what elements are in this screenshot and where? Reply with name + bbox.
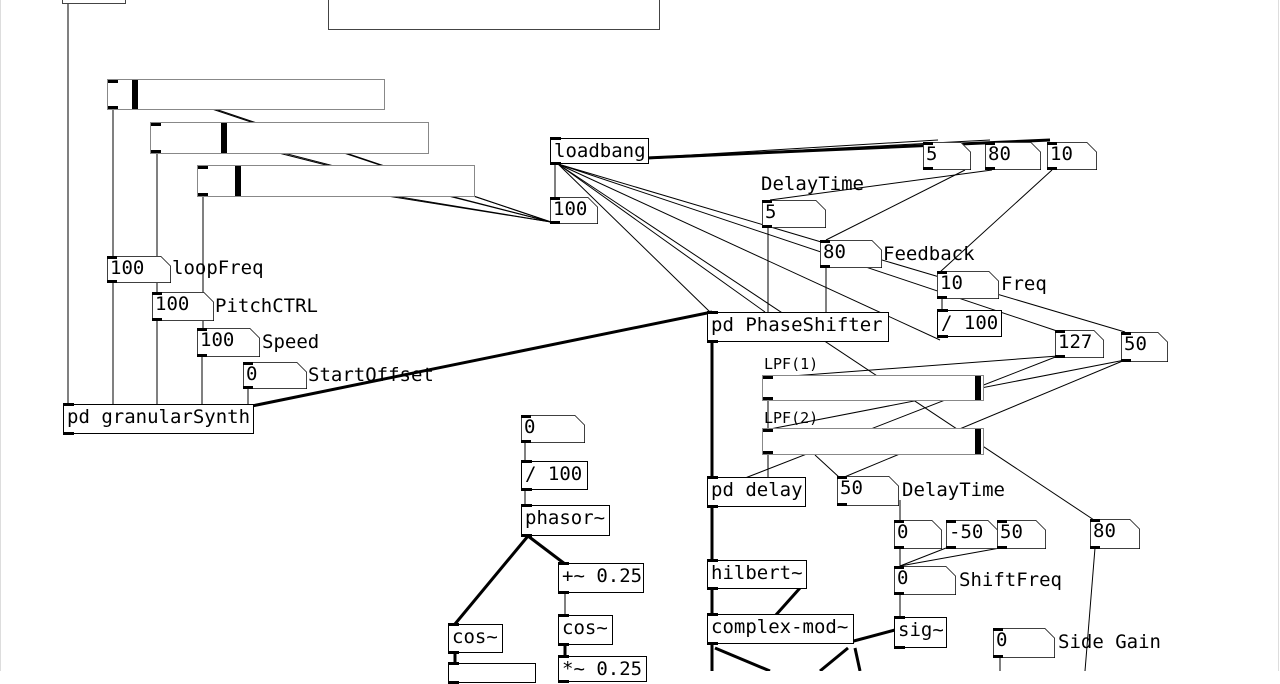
number-box-freq[interactable]: 10 [937, 271, 999, 299]
number-box-phasor-input[interactable]: 0 [521, 415, 585, 443]
lpf1-slider[interactable] [762, 375, 984, 401]
hilbert-object[interactable]: hilbert~ [707, 559, 807, 590]
pd-delay-object[interactable]: pd delay [707, 476, 806, 508]
number-box-50[interactable]: 50 [1121, 332, 1168, 362]
object-fragment-bottom[interactable] [448, 662, 536, 684]
lpf1-slider-thumb[interactable] [975, 376, 981, 400]
complex-mod-object[interactable]: complex-mod~ [707, 613, 854, 645]
label-delaytime-bottom: DelayTime [902, 479, 1005, 501]
sig-object[interactable]: sig~ [894, 616, 947, 649]
slider-1[interactable] [107, 79, 385, 110]
lpf2-slider-thumb[interactable] [975, 429, 981, 454]
label-lpf2: LPF(2) [764, 409, 819, 427]
number-box-pos50[interactable]: 50 [997, 520, 1046, 549]
pd-granularsynth-object[interactable]: pd granularSynth [63, 403, 254, 435]
number-box-pitchctrl[interactable]: 100 [152, 292, 214, 321]
divide-100-object-b[interactable]: / 100 [521, 460, 588, 491]
number-box-80-right[interactable]: 80 [1090, 519, 1140, 549]
label-startoffset: StartOffset [308, 364, 434, 386]
number-box-startoffset[interactable]: 0 [243, 362, 307, 389]
phasor-object[interactable]: phasor~ [521, 504, 610, 537]
number-box-feedback[interactable]: 80 [820, 240, 882, 268]
times-025-object[interactable]: *~ 0.25 [558, 655, 647, 683]
number-box-sidegain[interactable]: 0 [993, 628, 1055, 658]
number-box-delaytime[interactable]: 5 [762, 200, 826, 228]
slider-1-thumb[interactable] [132, 80, 138, 109]
canvas-left-edge [0, 0, 1, 671]
number-box-loadbang-100[interactable]: 100 [550, 197, 598, 224]
number-box-10[interactable]: 10 [1047, 142, 1097, 170]
pd-phaseshifter-object[interactable]: pd PhaseShifter [707, 311, 889, 343]
plus-025-object[interactable]: +~ 0.25 [558, 562, 644, 594]
number-box-5[interactable]: 5 [923, 142, 971, 170]
number-box-shift-0[interactable]: 0 [894, 520, 942, 549]
number-box-127[interactable]: 127 [1055, 330, 1104, 358]
label-delaytime-top: DelayTime [761, 173, 864, 195]
number-box-delaytime-50[interactable]: 50 [837, 476, 899, 506]
divide-100-object-a[interactable]: / 100 [937, 309, 1002, 338]
canvas-right-edge [1278, 0, 1279, 671]
loadbang-object[interactable]: loadbang [550, 137, 649, 165]
slider-3-thumb[interactable] [235, 166, 241, 196]
label-shiftfreq: ShiftFreq [959, 569, 1062, 591]
label-sidegain: Side Gain [1058, 631, 1161, 653]
slider-2[interactable] [150, 122, 429, 154]
label-loopfreq: loopFreq [172, 257, 264, 279]
number-box-loopfreq[interactable]: 100 [107, 256, 171, 283]
number-box-shiftfreq[interactable]: 0 [894, 566, 956, 595]
slider-3[interactable] [197, 165, 475, 197]
number-box-neg50[interactable]: -50 [946, 520, 998, 549]
label-lpf1: LPF(1) [764, 355, 819, 373]
label-feedback: Feedback [883, 243, 975, 265]
top-panel [328, 0, 660, 30]
label-freq: Freq [1001, 273, 1047, 295]
label-pitchctrl: PitchCTRL [215, 295, 318, 317]
top-left-object-fragment[interactable] [62, 0, 126, 4]
cos-object-b[interactable]: cos~ [558, 614, 613, 646]
slider-2-thumb[interactable] [221, 123, 227, 153]
cos-object-a[interactable]: cos~ [448, 623, 503, 654]
lpf2-slider[interactable] [762, 428, 984, 455]
number-box-80[interactable]: 80 [985, 142, 1041, 170]
number-box-speed[interactable]: 100 [197, 328, 260, 357]
label-speed: Speed [262, 331, 320, 353]
